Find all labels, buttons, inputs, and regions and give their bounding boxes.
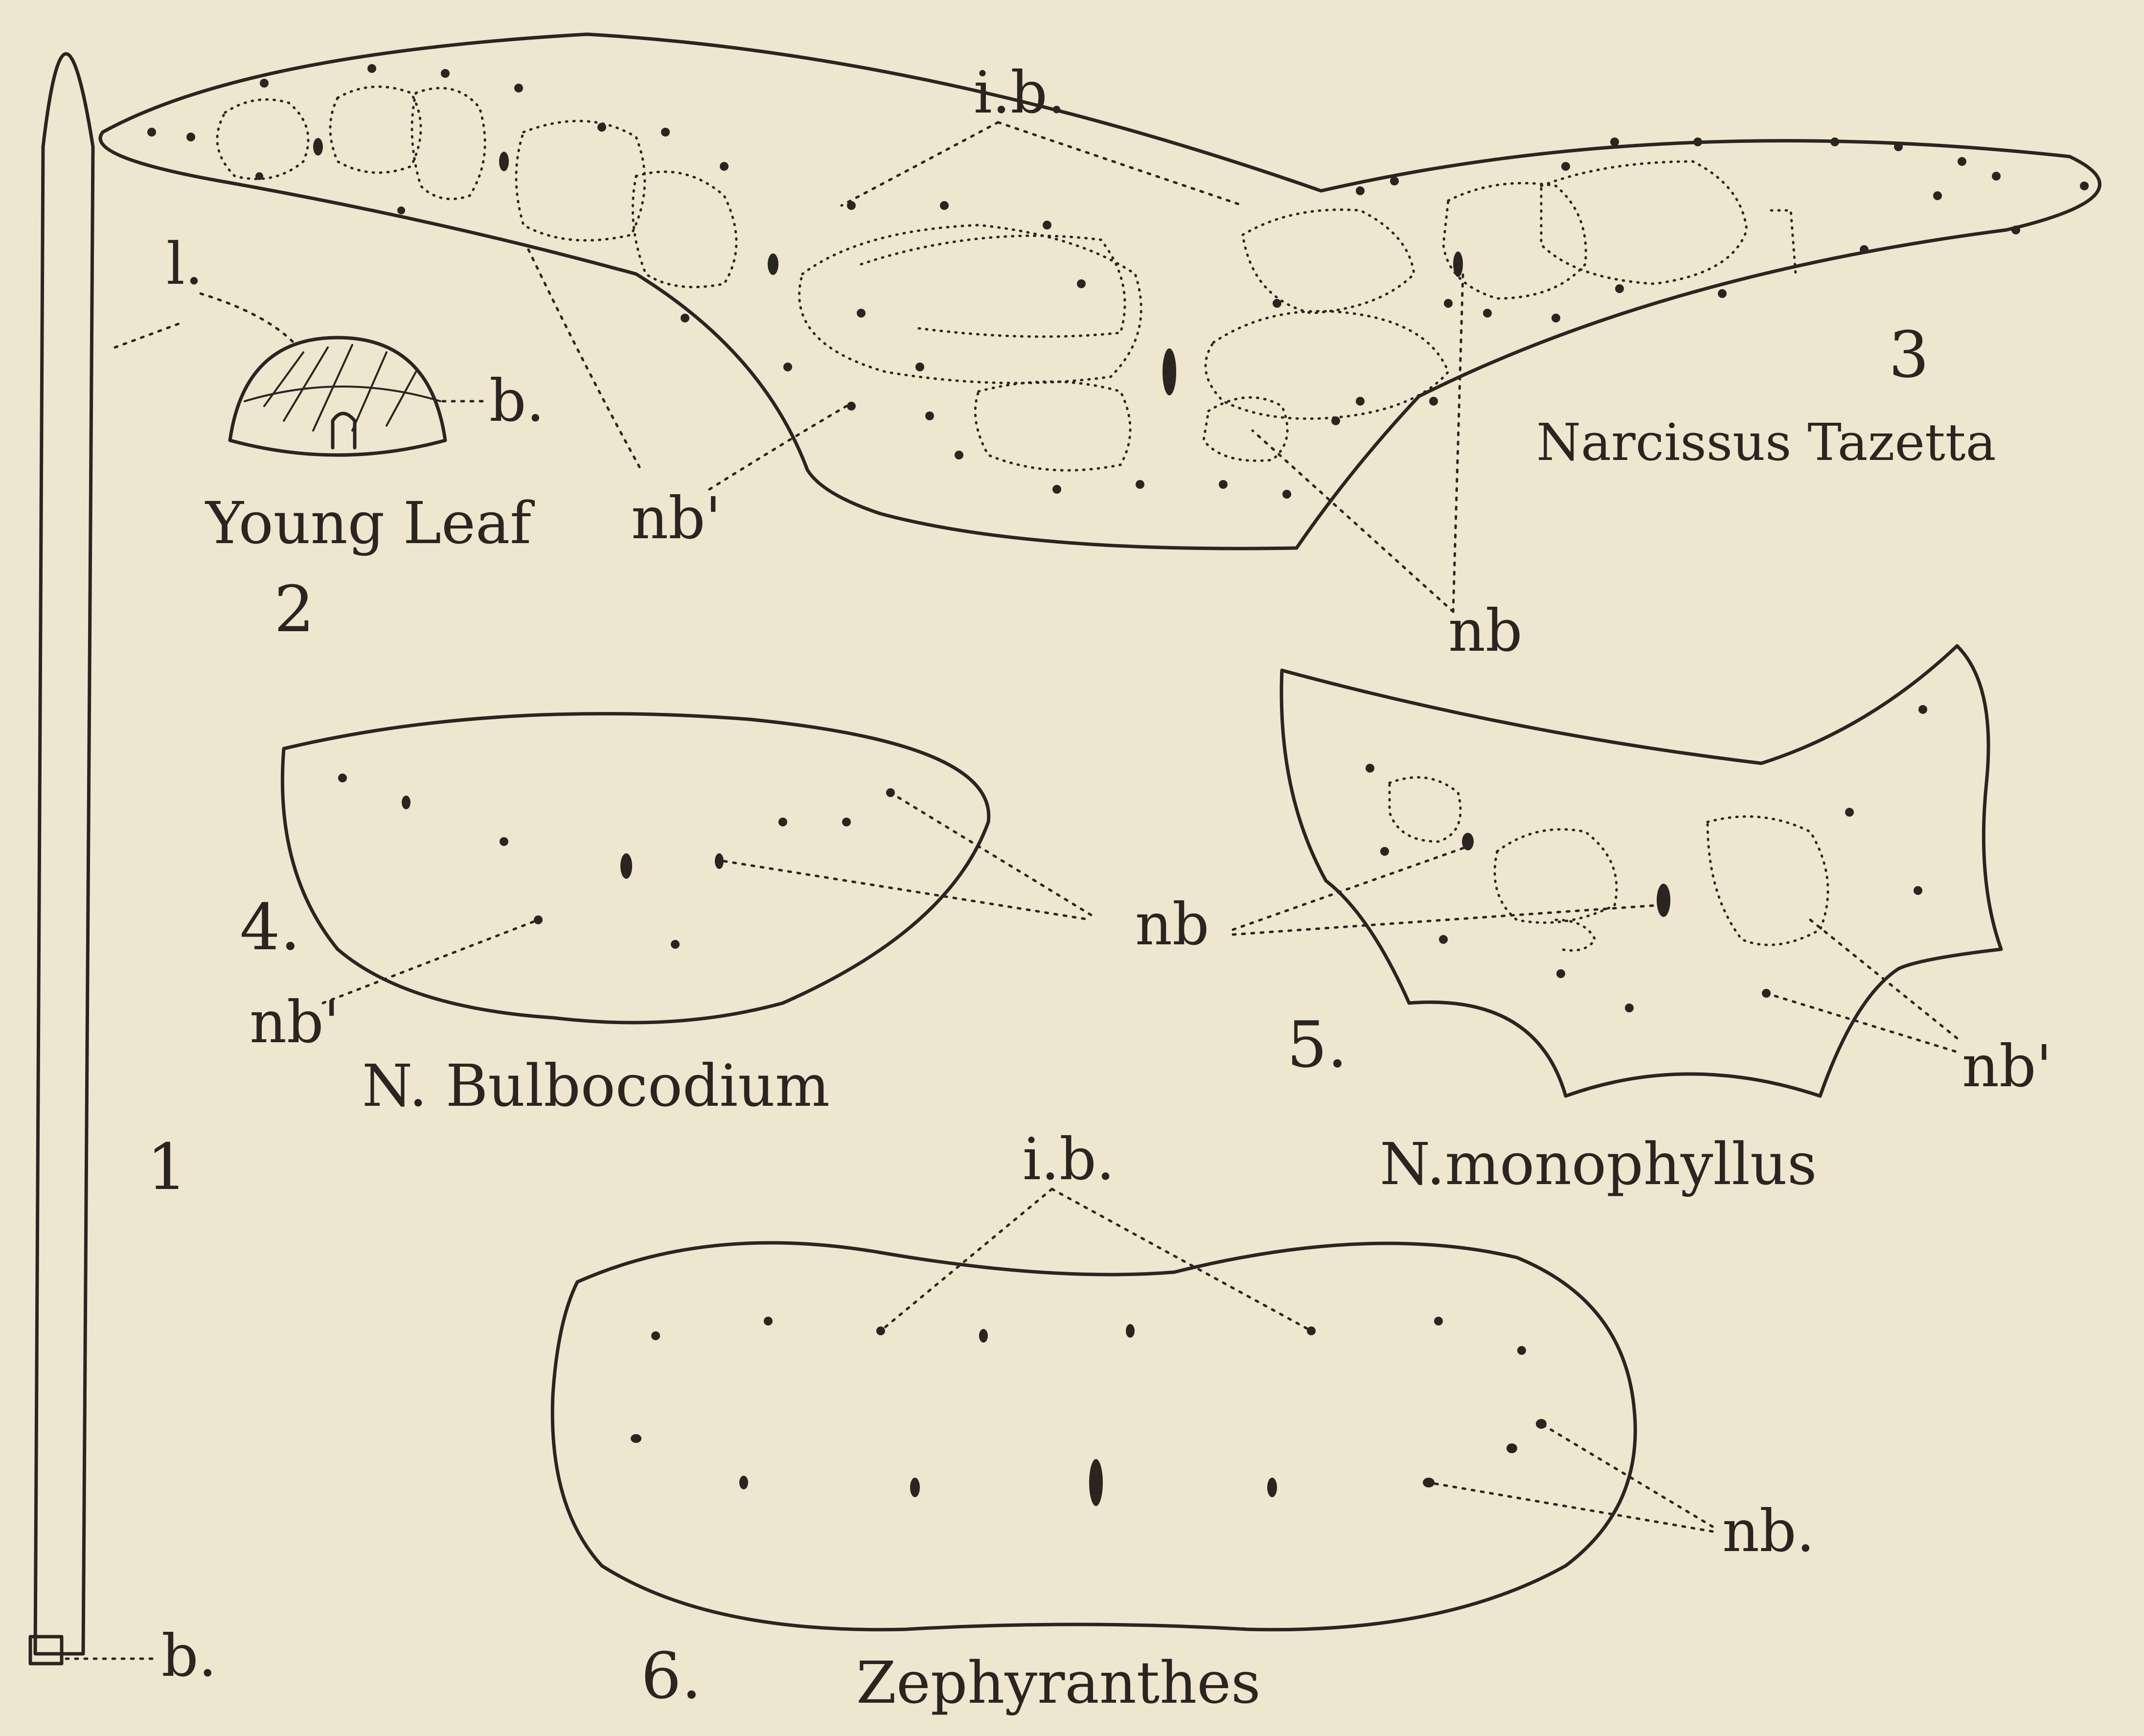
- fig1-label-b: b.: [161, 1622, 217, 1690]
- zephyranthes-outline: [552, 1243, 1635, 1630]
- figure-1-leaf: b. 1: [30, 54, 217, 1690]
- zephyranthes-bundles: [631, 1317, 1547, 1506]
- fig6-number: 6.: [641, 1639, 702, 1713]
- monophyllus-bundles: [1366, 705, 1927, 1012]
- young-leaf-line-l: [201, 294, 294, 343]
- figure-2-young-leaf: l. b. Young Leaf 2: [166, 230, 545, 646]
- fig2-caption: Young Leaf: [205, 489, 535, 557]
- figure-3-narcissus-tazetta: i.b. nb' nb 3 Narcissus Tazetta: [100, 34, 2099, 664]
- fig4-caption: N. Bulbocodium: [362, 1052, 830, 1119]
- zephyranthes-line-nb-2: [1429, 1483, 1712, 1531]
- fig3-number: 3: [1889, 318, 1929, 392]
- bulbocodium-outline: [282, 714, 988, 1023]
- bulbocodium-line-nb-2: [890, 793, 1091, 915]
- monophyllus-line-nb-prime-2: [1810, 920, 1962, 1042]
- fig1-label-l: l.: [166, 230, 203, 297]
- zephyranthes-line-ib-1: [881, 1189, 1052, 1331]
- fig3-label-ib: i.b.: [974, 59, 1066, 126]
- monophyllus-line-nb-1: [1233, 846, 1468, 930]
- fig3-caption: Narcissus Tazetta: [1536, 412, 1996, 472]
- shared-label-nb: nb: [1135, 891, 1209, 958]
- fig5-number: 5.: [1287, 1007, 1347, 1082]
- zephyranthes-line-nb-1: [1541, 1424, 1712, 1527]
- figure-5-monophyllus: 5. nb' N.monophyllus: [1233, 646, 2052, 1198]
- fig2-number: 2: [274, 572, 315, 646]
- fig3-label-nb-prime: nb': [631, 484, 721, 552]
- figure-4-bulbocodium: 4. nb' N. Bulbocodium: [240, 714, 1091, 1119]
- fig5-label-nb-prime: nb': [1962, 1032, 2052, 1100]
- fig5-caption: N.monophyllus: [1380, 1130, 1817, 1198]
- fig1-number: 1: [147, 1130, 187, 1204]
- monophyllus-dotted-cells: [1390, 777, 1828, 951]
- fig6-caption: Zephyranthes: [856, 1649, 1261, 1716]
- monophyllus-line-nb-prime-1: [1766, 993, 1957, 1052]
- fig6-label-ib: i.b.: [1023, 1125, 1115, 1193]
- fig6-label-nb: nb.: [1722, 1497, 1815, 1565]
- bulbocodium-line-nb-1: [724, 861, 1091, 920]
- fig4-label-nb-prime: nb': [250, 988, 340, 1056]
- fig2-label-b: b.: [489, 367, 545, 434]
- monophyllus-outline: [1281, 646, 2001, 1096]
- zephyranthes-line-ib-2: [1052, 1189, 1311, 1331]
- leaf-outline: [35, 54, 93, 1654]
- figure-6-zephyranthes: i.b. nb. 6. Zephyranthes: [552, 1125, 1815, 1716]
- young-leaf-striations: [245, 345, 440, 431]
- fig3-label-nb: nb: [1448, 597, 1523, 664]
- bulbocodium-bundles: [338, 774, 895, 949]
- fig4-number: 4.: [240, 890, 300, 964]
- leaf-label-line-l: [115, 323, 181, 347]
- monophyllus-line-nb-2: [1233, 905, 1659, 935]
